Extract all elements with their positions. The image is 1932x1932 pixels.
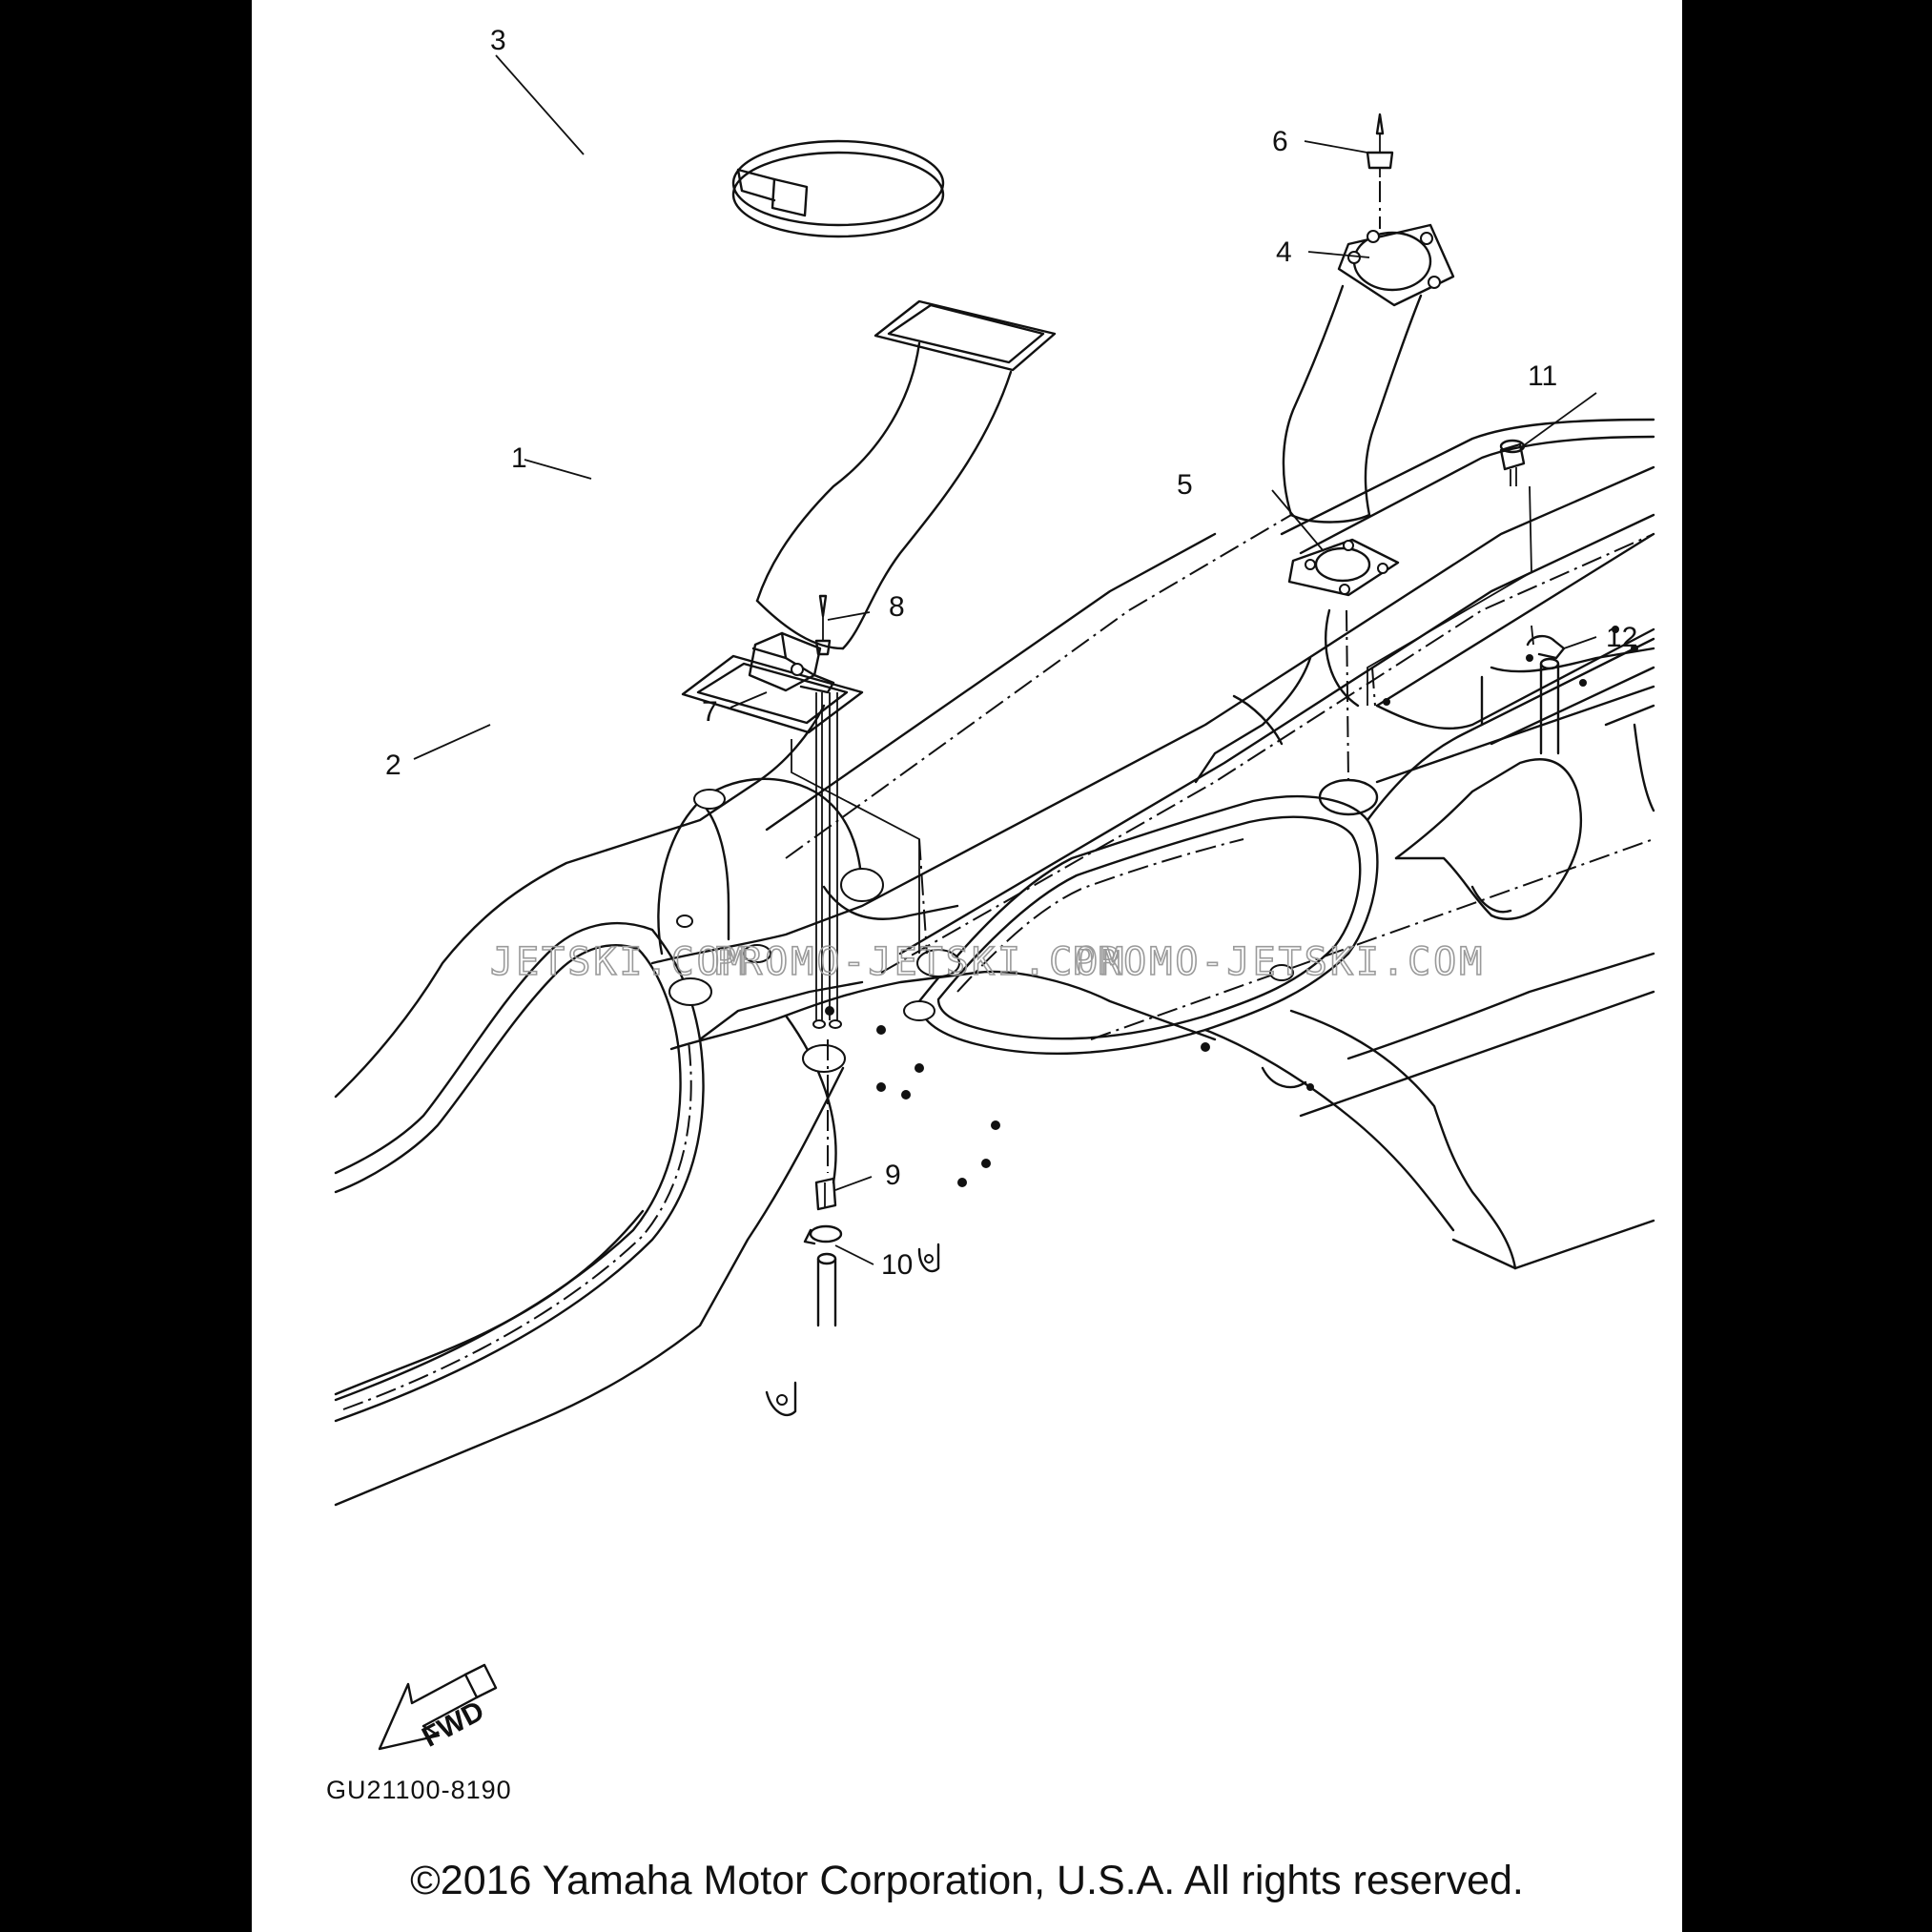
callout-2: 2	[385, 750, 401, 781]
watermark: JETSKI.COM PROMO-JETSKI.COM PROMO-JETSKI…	[489, 939, 1485, 985]
part-4-vent-pipe	[1282, 223, 1455, 524]
part-12-clamp	[1526, 625, 1566, 755]
part-8-screw	[814, 594, 832, 656]
callout-6: 6	[1272, 126, 1288, 157]
part-10-hose-clamp	[803, 1224, 843, 1327]
part-2-gasket	[681, 654, 928, 955]
fwd-label: FWD	[417, 1696, 489, 1754]
part-9-hose-joint	[814, 1039, 837, 1211]
callout-1: 1	[511, 442, 527, 474]
watermark-right: PROMO-JETSKI.COM	[1072, 940, 1485, 984]
hull-deck-outline	[334, 418, 1655, 1507]
part-5-gasket	[1287, 538, 1400, 816]
callout-8: 8	[889, 591, 905, 623]
part-1-air-duct	[755, 299, 1057, 650]
callout-3: 3	[490, 25, 506, 56]
part-6-rivet	[1366, 113, 1394, 229]
fwd-arrow: FWD	[378, 1663, 498, 1754]
exploded-parts-diagram: 3 1 2 6 4 11 5 8 12 7 9 10 JETSKI.COM PR…	[326, 25, 1655, 1804]
part-11-grommet	[1367, 439, 1532, 707]
watermark-left: JETSKI.COM	[490, 940, 749, 984]
parts-diagram-sheet: 3 1 2 6 4 11 5 8 12 7 9 10 JETSKI.COM PR…	[252, 0, 1682, 1932]
callout-7: 7	[702, 696, 718, 728]
callout-4: 4	[1276, 236, 1292, 268]
part-3-hose-band	[731, 139, 945, 238]
part-7-bracket	[748, 631, 842, 1029]
callout-9: 9	[885, 1160, 901, 1191]
drawing-code: GU21100-8190	[326, 1776, 512, 1804]
copyright-notice: ©2016 Yamaha Motor Corporation, U.S.A. A…	[410, 1858, 1524, 1903]
watermark-middle: PROMO-JETSKI.COM	[713, 940, 1126, 984]
callout-12: 12	[1606, 622, 1637, 653]
callout-10: 10	[881, 1249, 913, 1281]
callout-11: 11	[1528, 360, 1557, 392]
callout-numbers: 3 1 2 6 4 11 5 8 12 7 9 10	[385, 25, 1637, 1281]
leader-lines	[413, 54, 1597, 1265]
callout-5: 5	[1177, 469, 1193, 501]
